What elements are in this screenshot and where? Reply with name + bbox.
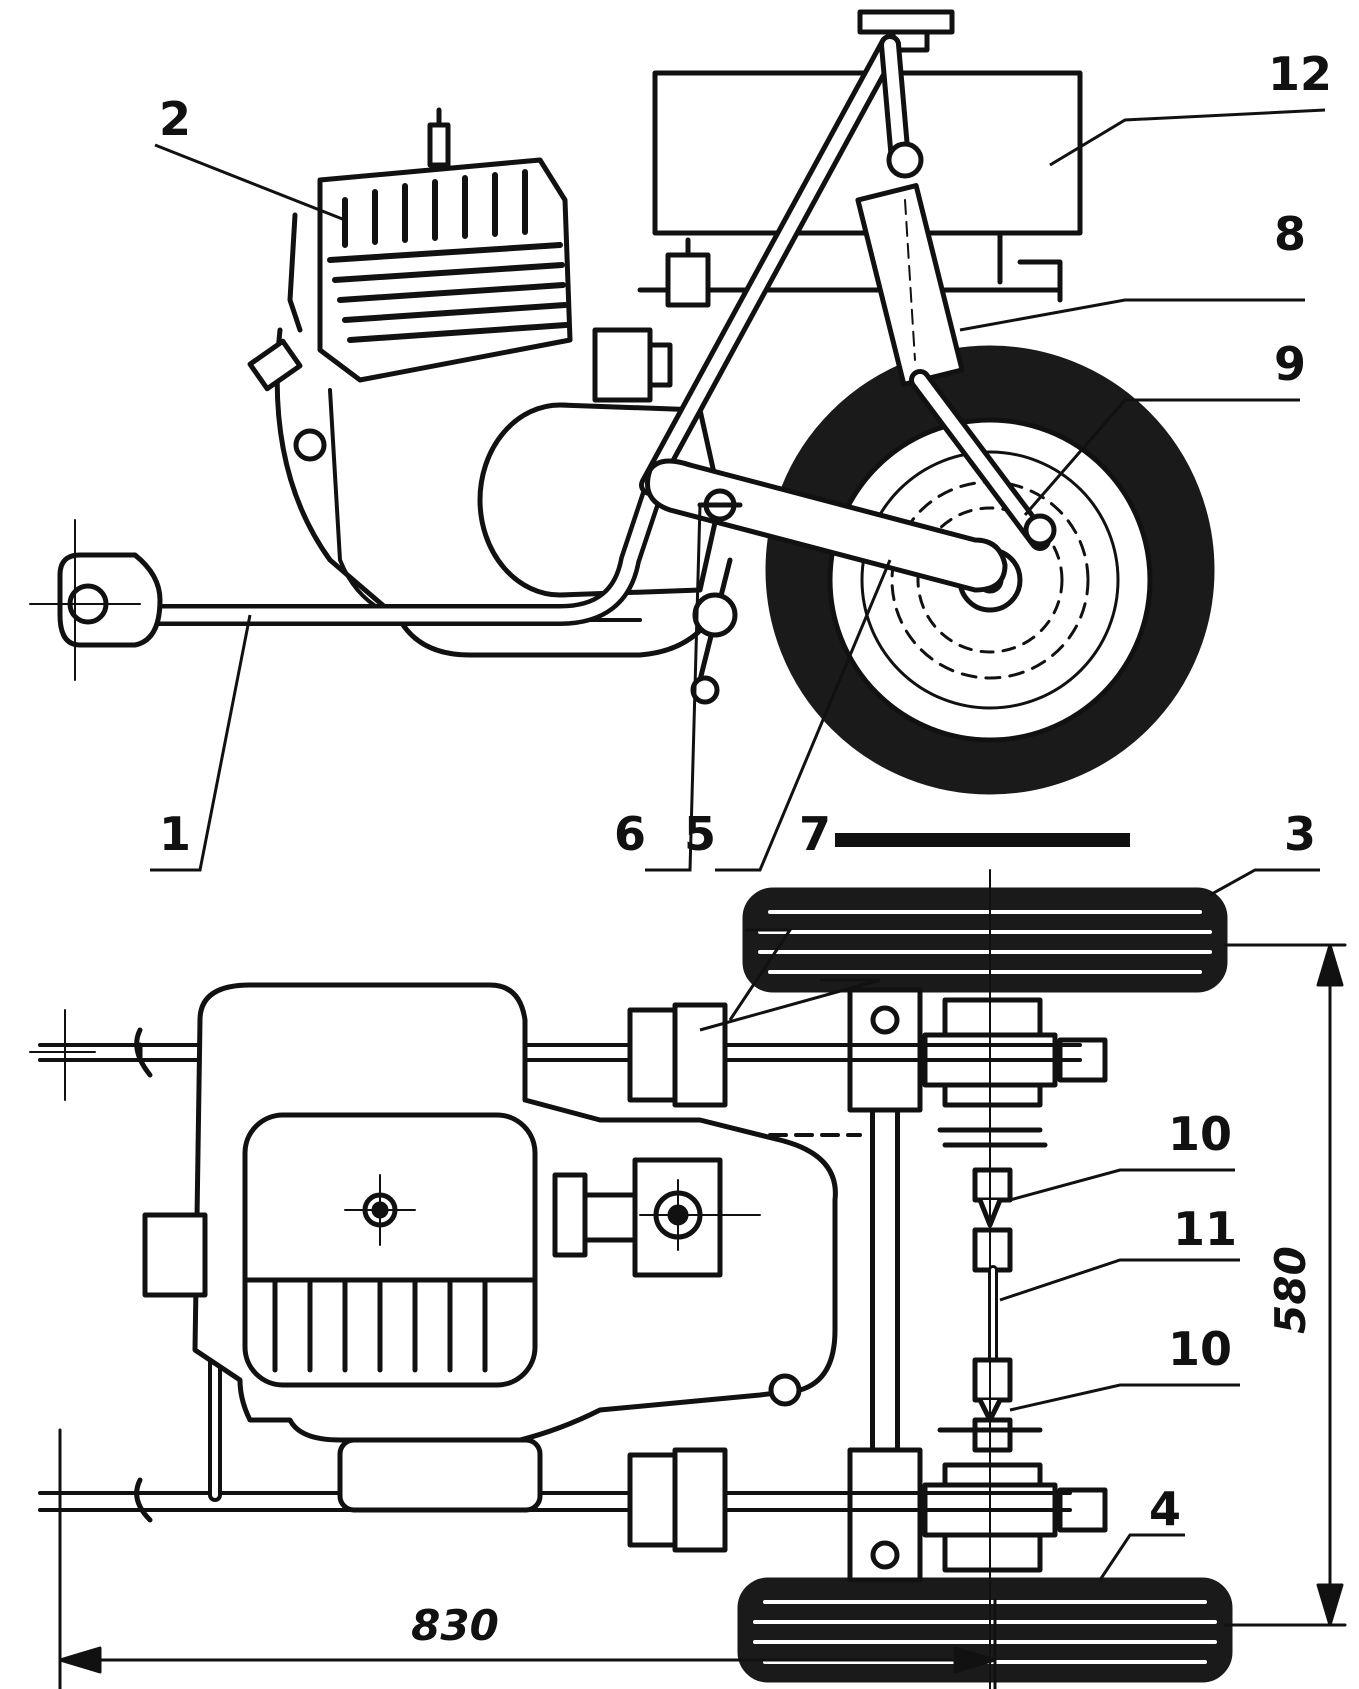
callout-1: 1 xyxy=(159,807,191,861)
callout-3: 3 xyxy=(1284,807,1316,861)
lever xyxy=(690,592,738,705)
strut-frame xyxy=(639,34,1057,551)
side-engine xyxy=(247,107,733,658)
callout-9: 9 xyxy=(1274,337,1306,391)
swing-arm xyxy=(645,458,1008,593)
ground-line xyxy=(835,833,1130,847)
frame-bar xyxy=(29,459,671,681)
dimension-length: 830 xyxy=(411,1601,499,1650)
dimension-width: 580 xyxy=(1266,1246,1315,1334)
callout-8: 8 xyxy=(1274,207,1306,261)
dimension-lines xyxy=(58,869,1347,1689)
tire-top xyxy=(742,887,1228,993)
callout-11: 11 xyxy=(1173,1202,1237,1256)
callout-10a: 10 xyxy=(1168,1107,1232,1161)
callout-12: 12 xyxy=(1268,47,1332,101)
callout-labels: 1 2 3 4 5 6 7 8 9 10 10 11 12 xyxy=(159,47,1332,1536)
filler-cap xyxy=(857,9,955,35)
drive-shaft xyxy=(937,1127,1048,1453)
callout-6: 6 xyxy=(614,807,646,861)
callout-4: 4 xyxy=(1149,1482,1181,1536)
callout-2: 2 xyxy=(159,92,191,146)
side-view xyxy=(29,9,1215,847)
leader-lines xyxy=(150,108,1326,1581)
top-engine xyxy=(142,982,838,1513)
top-view xyxy=(29,869,1347,1689)
callout-10b: 10 xyxy=(1168,1322,1232,1376)
tire-bottom xyxy=(737,1577,1233,1683)
callout-5: 5 xyxy=(684,807,716,861)
callout-7: 7 xyxy=(799,807,831,861)
